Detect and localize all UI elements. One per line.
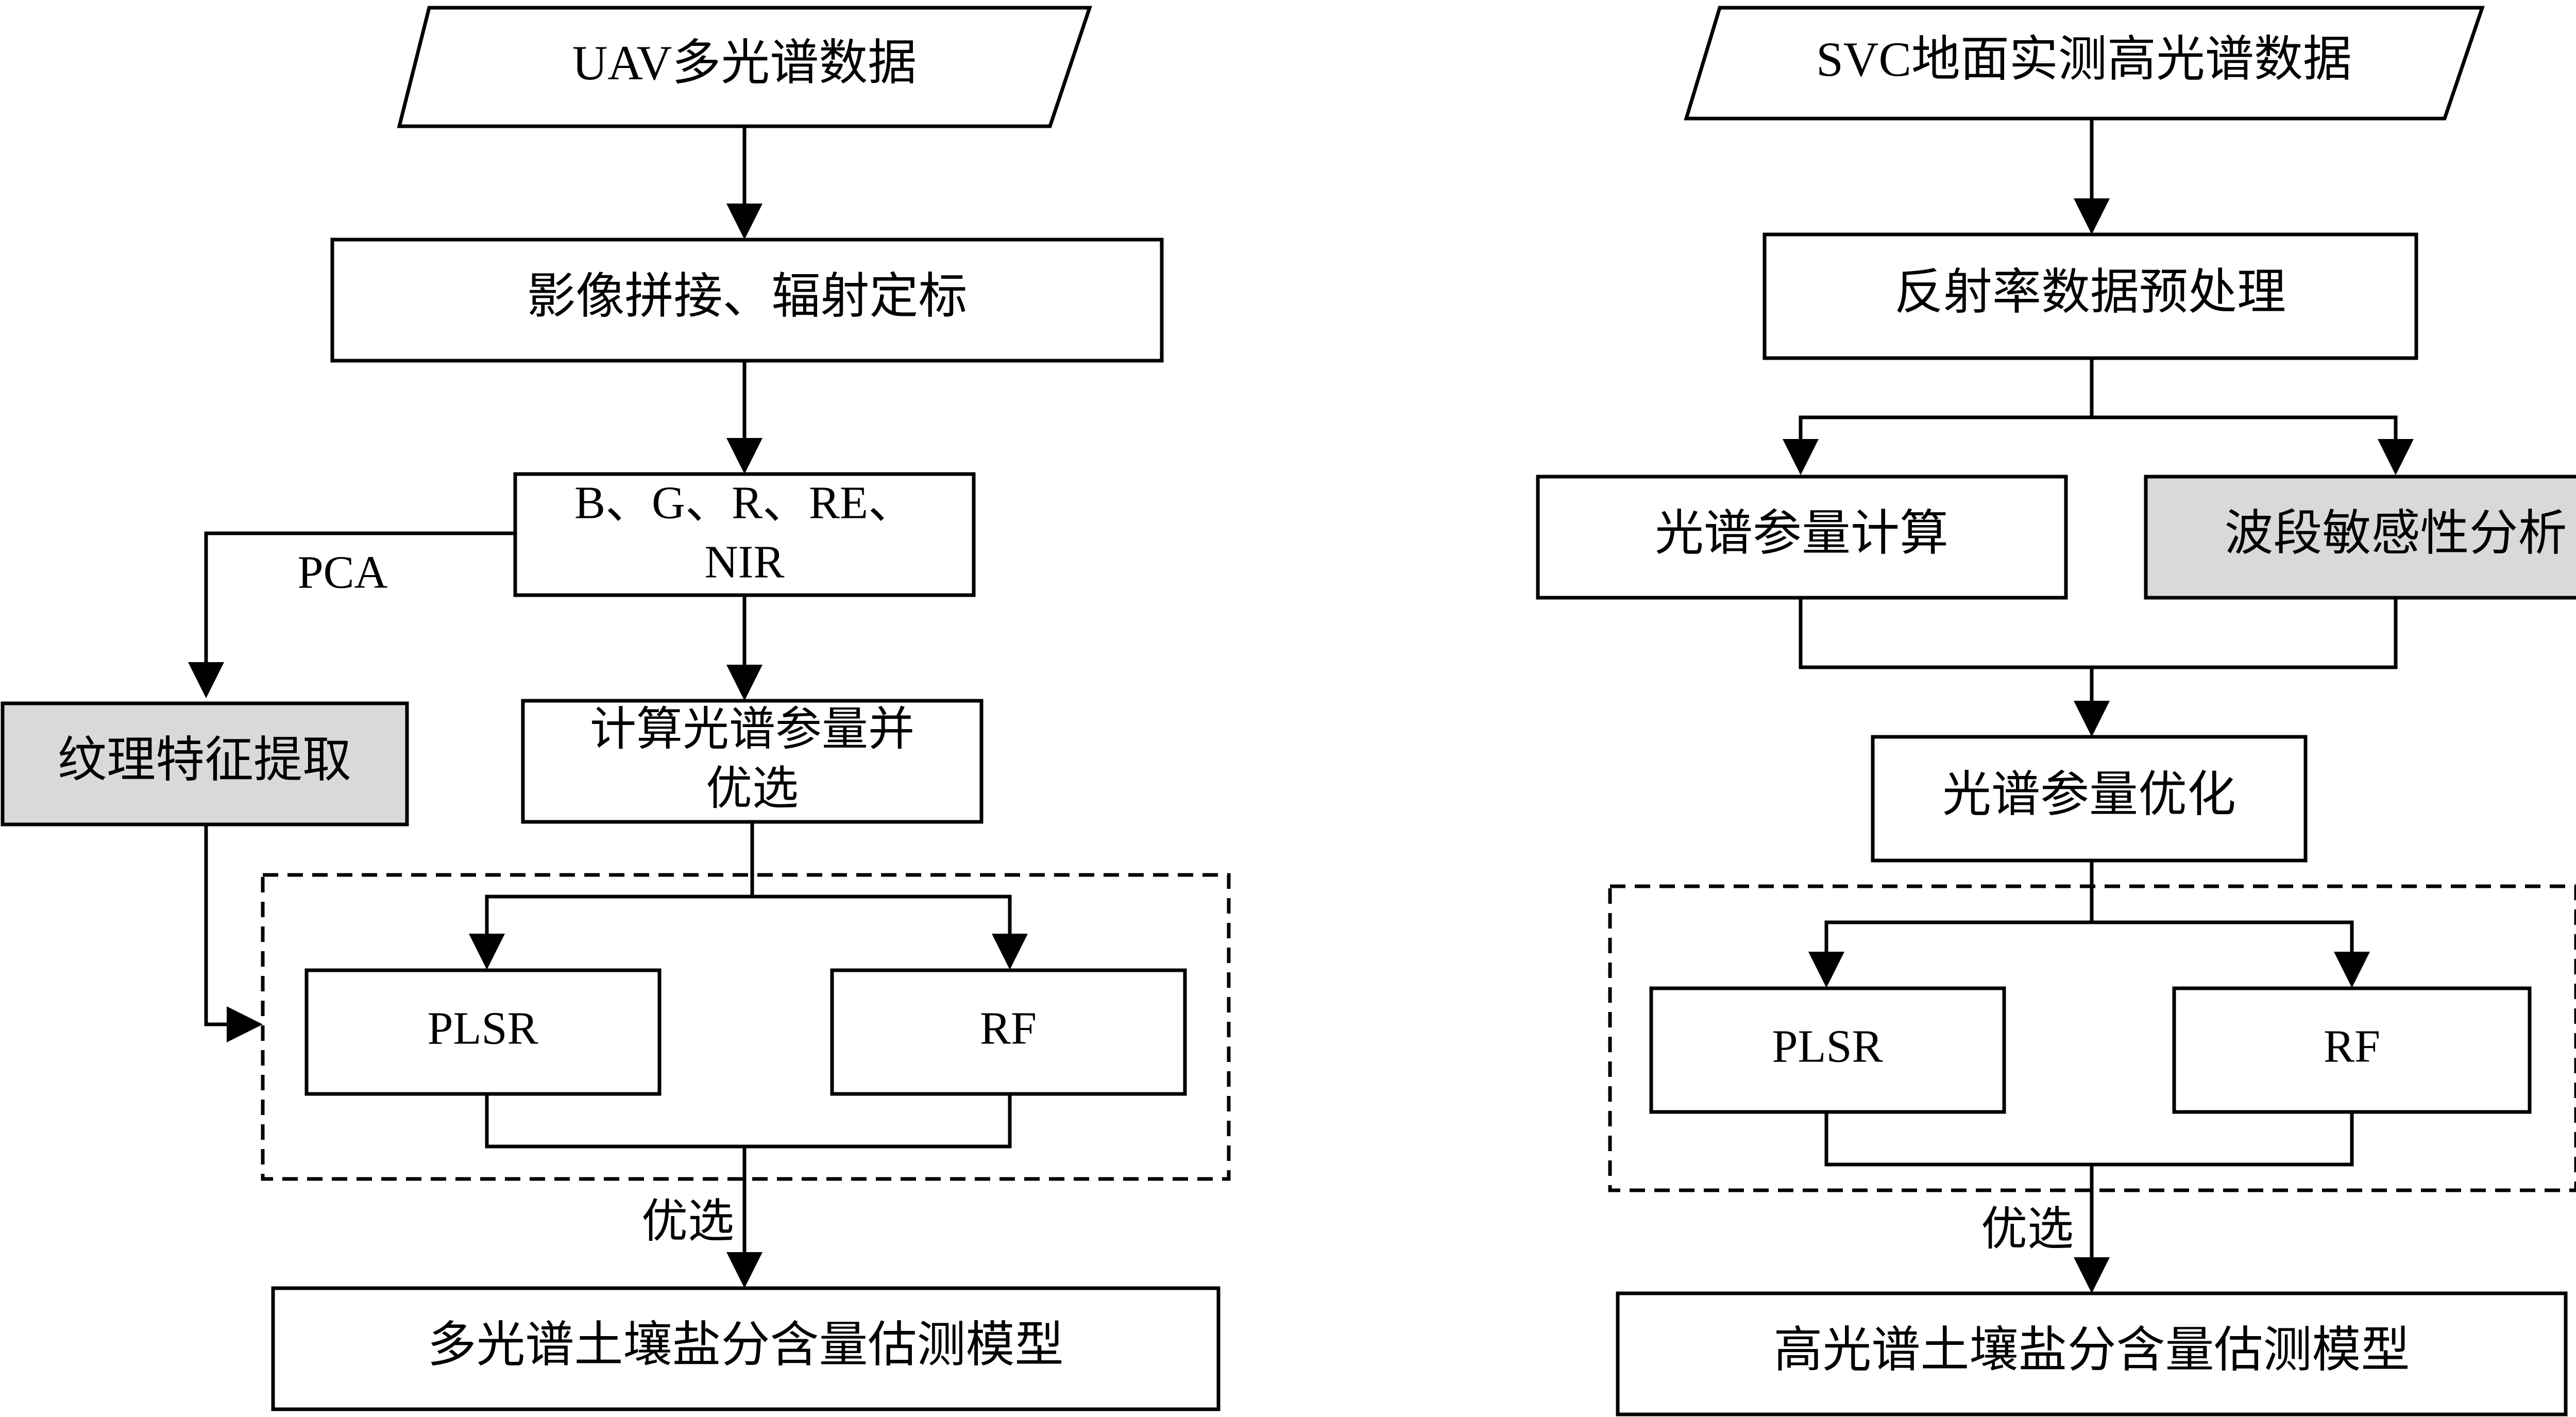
right-select-label: 优选 (1981, 1204, 2074, 1255)
right-optimize-node (1871, 735, 2308, 863)
left-preprocess-label: 影像拼接、辐射定标 (527, 269, 967, 324)
left-arrow-bands-texture (188, 531, 515, 698)
left-preprocess-node (330, 238, 1164, 363)
left-calc-node (521, 699, 984, 824)
right-sensitivity-label: 波段敏感性分析 (2224, 506, 2567, 561)
right-output-node (1616, 1291, 2568, 1416)
left-rf-label: RF (980, 1003, 1037, 1054)
left-pca-label: PCA (297, 547, 387, 598)
right-arrow-split-sensitivity (2092, 415, 2414, 475)
left-rf-node (830, 968, 1187, 1096)
left-texture-node (1, 701, 409, 826)
right-plsr-label: PLSR (1772, 1021, 1883, 1072)
right-arrow-split-rf (2092, 920, 2370, 988)
right-arrow-split-param (1783, 415, 2092, 475)
right-param-calc-node (1536, 475, 2068, 600)
left-merge-connector (485, 1094, 1012, 1149)
right-input-node (1684, 6, 2485, 121)
right-sensitivity-node (2144, 475, 2576, 600)
right-merge-connector (1824, 1112, 2354, 1167)
left-plsr-node (304, 968, 662, 1096)
left-arrow-split-rf (752, 895, 1028, 970)
left-bands-label-line1: B、G、R、RE、 (574, 478, 914, 529)
right-preprocess-label: 反射率数据预处理 (1894, 265, 2286, 319)
right-flow: SVC地面实测高光谱数据 反射率数据预处理 光谱参量计算 波段敏感性分析 光谱参… (1536, 6, 2576, 1416)
left-arrow-texture-group (204, 824, 263, 1042)
left-input-node (397, 6, 1092, 128)
left-bands-label-line2: NIR (705, 537, 785, 588)
left-input-label: UAV多光谱数据 (572, 36, 917, 90)
left-flow: UAV多光谱数据 影像拼接、辐射定标 B、G、R、RE、 NIR PCA 纹理特… (1, 6, 1231, 1411)
right-optimize-label: 光谱参量优化 (1942, 767, 2236, 822)
right-param-calc-label: 光谱参量计算 (1655, 506, 1948, 561)
left-calc-label-line1: 计算光谱参量并 (590, 704, 914, 755)
left-arrow-split-plsr (469, 895, 752, 970)
right-input-label: SVC地面实测高光谱数据 (1816, 32, 2352, 87)
left-bands-node (513, 472, 976, 597)
right-arrow-split-plsr (1808, 920, 2092, 988)
left-model-group (261, 873, 1231, 1181)
right-preprocess-node (1762, 232, 2418, 360)
left-output-label: 多光谱土壤盐分含量估测模型 (427, 1318, 1063, 1372)
left-select-label: 优选 (641, 1196, 734, 1247)
left-texture-label: 纹理特征提取 (58, 733, 351, 787)
right-merge-param-sensitivity (1799, 598, 2398, 669)
right-output-label: 高光谱土壤盐分含量估测模型 (1773, 1323, 2410, 1377)
left-plsr-label: PLSR (427, 1003, 538, 1054)
right-rf-node (2172, 986, 2532, 1114)
right-rf-label: RF (2324, 1021, 2380, 1072)
left-calc-label-line2: 优选 (706, 764, 799, 815)
left-output-node (271, 1286, 1221, 1411)
right-plsr-node (1649, 986, 2006, 1114)
